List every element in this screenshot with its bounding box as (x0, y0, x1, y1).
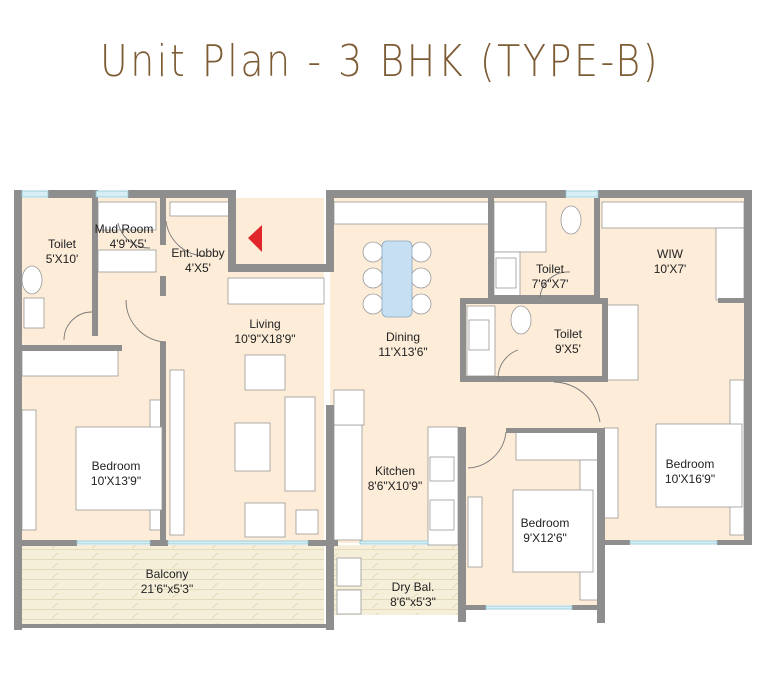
wc-icon (21, 265, 43, 295)
room-name: Ent. lobby (171, 246, 224, 260)
bed (75, 426, 163, 511)
room-size: 11'X13'6" (378, 345, 427, 359)
room-name: Toilet (48, 237, 77, 251)
room-name: Bedroom (666, 457, 715, 471)
room-name: Bedroom (92, 459, 141, 473)
dining-table (362, 240, 432, 318)
page-title: Unit Plan - 3 BHK (TYPE-B) (99, 36, 661, 87)
bed (655, 423, 743, 508)
room-size: 10'X7' (654, 262, 687, 276)
dryer-icon (336, 589, 362, 615)
doors (63, 220, 601, 469)
room-name: Bedroom (521, 516, 570, 530)
room-size: 8'6"X10'9" (368, 479, 422, 493)
room-size: 21'6"x5'3" (141, 582, 193, 596)
windows (21, 190, 718, 610)
room-name: Dining (386, 330, 420, 344)
hob-icon (429, 456, 455, 482)
living-furniture (234, 354, 365, 538)
basin-icon (468, 319, 490, 351)
balcony-floor (22, 545, 324, 625)
entry-arrow-icon (248, 225, 262, 252)
room-name: Mud Room (95, 222, 154, 236)
washer-icon (336, 557, 362, 587)
room-size: 10'X16'9" (665, 472, 715, 486)
room-size: 7'6"X7' (532, 277, 569, 291)
room-size: 5'X10' (46, 252, 79, 266)
walls (14, 190, 752, 630)
wardrobe (467, 496, 483, 568)
room-name: WIW (657, 247, 684, 261)
wardrobe (21, 409, 37, 531)
wardrobe (169, 369, 185, 536)
room-size: 9'X5' (555, 342, 581, 356)
room-name: Dry Bal. (392, 580, 435, 594)
basin-icon (495, 257, 517, 289)
room-name: Living (249, 317, 280, 331)
wc-icon (560, 205, 582, 235)
room-name: Balcony (146, 567, 189, 581)
room-size: 10'9"X18'9" (234, 332, 295, 346)
wc-icon (510, 305, 532, 335)
wardrobe (603, 427, 619, 519)
counter (333, 424, 363, 541)
room-size: 8'6"x5'3" (390, 595, 436, 609)
room-size: 10'X13'9" (91, 474, 141, 488)
room-size: 4'X5' (185, 261, 211, 275)
room-name: Toilet (536, 262, 565, 276)
sink-icon (429, 499, 455, 531)
bed (512, 489, 594, 573)
room-name: Kitchen (375, 464, 415, 478)
room-name: Toilet (554, 327, 583, 341)
room-labels: Toilet 5'X10' Mud Room 4'9"X5' Ent. lobb… (46, 222, 715, 609)
room-size: 9'X12'6" (523, 531, 567, 545)
room-size: 4'9"X5' (110, 237, 147, 251)
basin-icon (23, 297, 45, 329)
